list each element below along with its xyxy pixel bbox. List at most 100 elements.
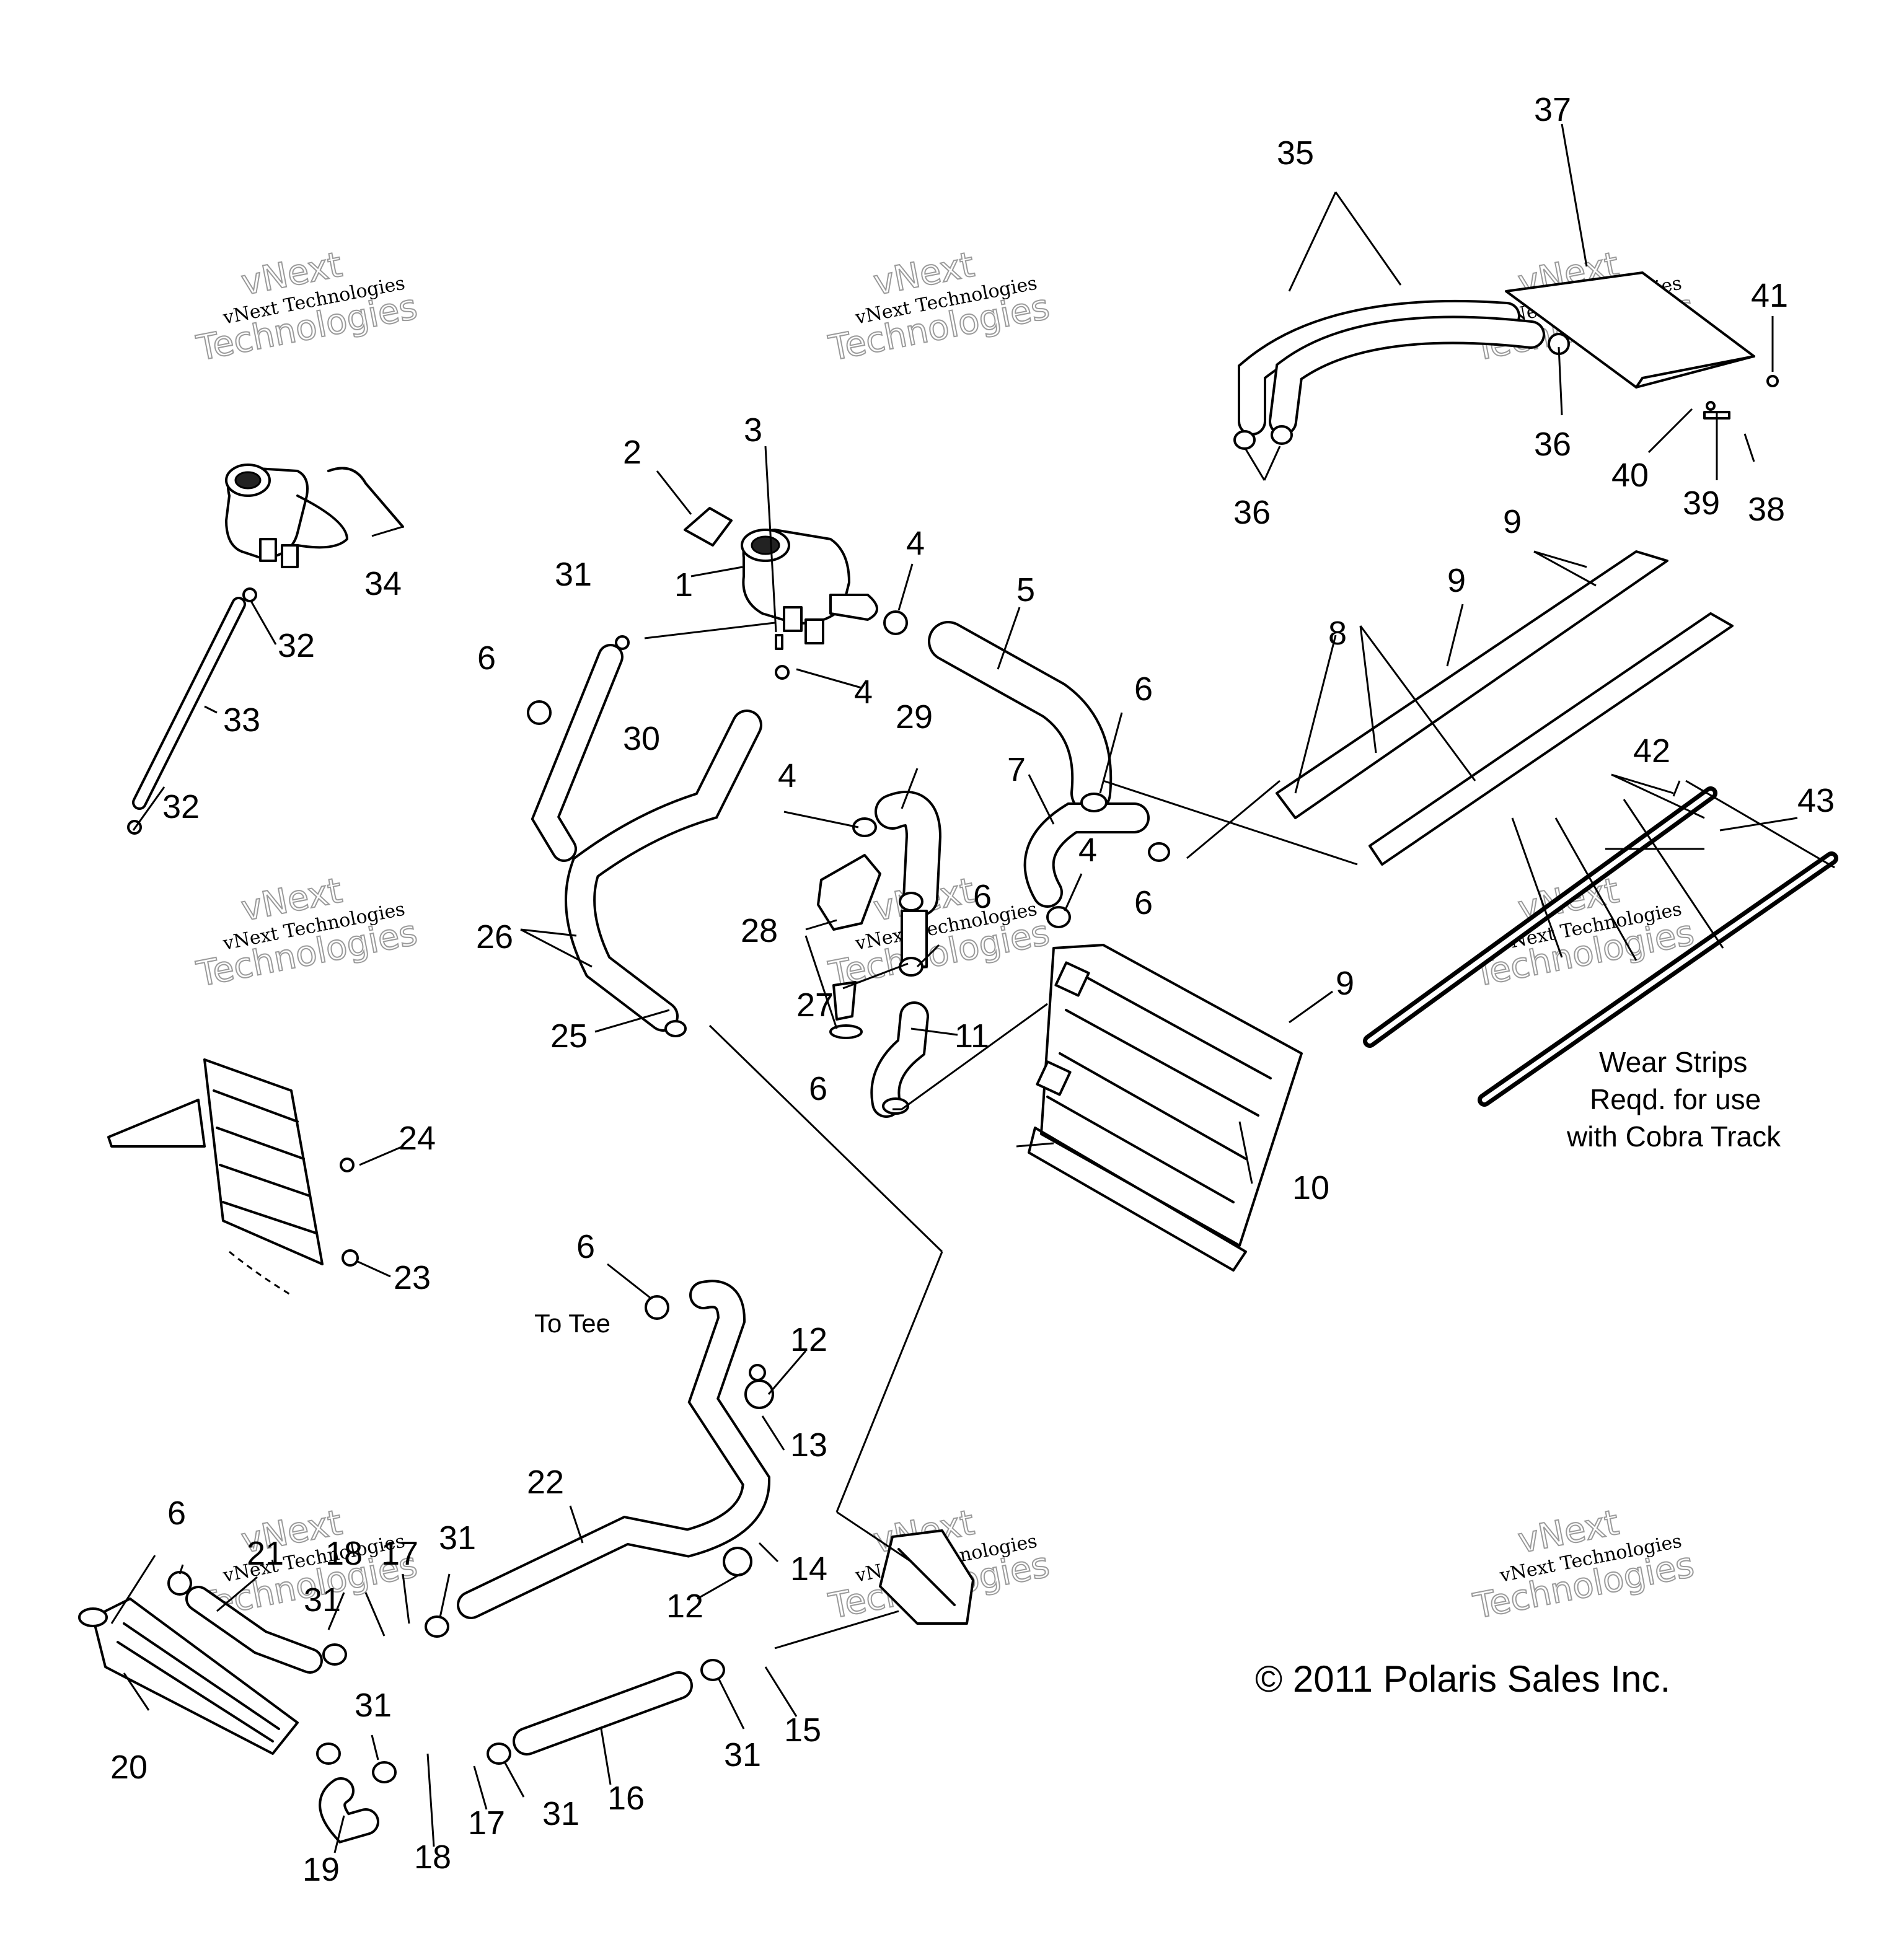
- callout-31: 31: [439, 1519, 476, 1557]
- callout-5: 5: [1016, 571, 1035, 609]
- watermark-top-center: vNext vNext Technologies Technologies: [825, 244, 1054, 370]
- coolant-bottle-part: [741, 529, 878, 644]
- callout-39: 39: [1683, 485, 1720, 522]
- hose-30-part: [531, 644, 624, 862]
- callout-31: 31: [555, 556, 592, 593]
- callout-40: 40: [1611, 457, 1649, 494]
- callout-38: 38: [1748, 491, 1785, 528]
- callout-6: 6: [477, 639, 496, 677]
- callout-4: 4: [854, 674, 873, 711]
- callout-18: 18: [325, 1535, 363, 1572]
- callout-30: 30: [623, 720, 660, 757]
- callout-2: 2: [623, 434, 641, 471]
- callout-21: 21: [247, 1535, 284, 1572]
- callout-15: 15: [784, 1712, 821, 1749]
- callout-43: 43: [1797, 782, 1835, 819]
- callout-4: 4: [1078, 832, 1097, 869]
- callout-10: 10: [1292, 1169, 1329, 1206]
- callout-17: 17: [381, 1535, 418, 1572]
- screw-part: [775, 634, 783, 650]
- hose-11-part: [870, 1001, 929, 1118]
- callout-26: 26: [476, 918, 513, 956]
- leader-lines: [110, 123, 1835, 1853]
- callout-14: 14: [790, 1550, 827, 1588]
- callout-6: 6: [1134, 670, 1153, 708]
- callout-11: 11: [954, 1017, 989, 1055]
- callout-12: 12: [666, 1588, 703, 1625]
- callout-9: 9: [1503, 503, 1522, 540]
- callout-1: 1: [674, 566, 693, 604]
- coolant-bottle-alt-part: [225, 464, 404, 568]
- callout-36: 36: [1534, 426, 1571, 463]
- callout-6: 6: [809, 1070, 827, 1107]
- to-tee-label: To Tee: [534, 1309, 610, 1338]
- callout-17: 17: [468, 1804, 505, 1842]
- callout-9: 9: [1336, 965, 1354, 1002]
- callout-19: 19: [302, 1851, 340, 1888]
- hose-7-part: [1023, 802, 1150, 908]
- callout-6: 6: [1134, 884, 1153, 921]
- hose-26-part: [565, 710, 762, 1032]
- callout-41: 41: [1751, 277, 1788, 314]
- callout-37: 37: [1534, 91, 1571, 128]
- hose-22-part: [457, 1280, 771, 1619]
- thermostat-part: [829, 981, 863, 1039]
- callout-7: 7: [1007, 751, 1026, 788]
- callout-31: 31: [355, 1687, 392, 1724]
- callout-6: 6: [167, 1495, 186, 1532]
- callout-18: 18: [414, 1839, 451, 1876]
- pump-housing-part: [879, 1529, 974, 1625]
- callout-27: 27: [796, 987, 834, 1024]
- callout-6: 6: [576, 1228, 595, 1265]
- heat-exchanger-10-part: [1028, 944, 1303, 1272]
- rail-8-part: [1276, 550, 1734, 866]
- wear-strips-note-line1: Wear Strips: [1599, 1046, 1747, 1078]
- callout-24: 24: [399, 1120, 436, 1157]
- callout-13: 13: [790, 1426, 827, 1464]
- watermark-bottom-right: vNext vNext Technologies Technologies: [1470, 1502, 1698, 1628]
- callout-34: 34: [364, 565, 402, 602]
- callout-20: 20: [110, 1749, 148, 1786]
- callout-8: 8: [1328, 615, 1347, 652]
- wear-strips-note-line2: Reqd. for use: [1590, 1083, 1761, 1115]
- copyright-text: © 2011 Polaris Sales Inc.: [1255, 1658, 1670, 1700]
- hose-16-part: [513, 1671, 693, 1756]
- cap-part: [684, 507, 733, 547]
- callout-labels: 1 2 3 4 4 4 4 5 6 6 6 6 6 6 6 7 8 9 9 9 …: [110, 91, 1835, 1888]
- callout-28: 28: [741, 912, 778, 949]
- callout-23: 23: [394, 1259, 431, 1296]
- callout-22: 22: [527, 1464, 564, 1501]
- watermark-top-left: vNext vNext Technologies Technologies: [193, 244, 421, 370]
- callout-25: 25: [550, 1017, 588, 1055]
- elbow-29-part: [875, 791, 942, 916]
- wear-strips-note: Wear Strips Reqd. for use with Cobra Tra…: [1566, 1046, 1781, 1153]
- callout-29: 29: [896, 698, 933, 736]
- callout-33: 33: [223, 701, 260, 739]
- callout-4: 4: [778, 757, 796, 794]
- callout-12: 12: [790, 1321, 827, 1358]
- callout-9: 9: [1447, 562, 1466, 599]
- hose-21-part: [185, 1586, 323, 1674]
- wear-strip-42-part: [1363, 786, 1838, 1107]
- callout-32: 32: [278, 627, 315, 664]
- elbow-19-part: [319, 1777, 379, 1844]
- callout-31: 31: [542, 1795, 580, 1832]
- watermark-mid-left: vNext vNext Technologies Technologies: [193, 870, 421, 996]
- heat-exchanger-20-part: [78, 1597, 299, 1755]
- cooler-bracket-24-part: [107, 1058, 324, 1296]
- thermostat-housing-part: [817, 854, 881, 931]
- straight-hose-part: [127, 587, 257, 835]
- callout-3: 3: [744, 411, 762, 449]
- callout-32: 32: [162, 788, 200, 825]
- callout-42: 42: [1633, 732, 1670, 770]
- hoses-35-part: [1238, 299, 1545, 436]
- hose-5-part: [928, 621, 1113, 814]
- wear-strips-note-line3: with Cobra Track: [1566, 1120, 1781, 1153]
- callout-4: 4: [906, 525, 925, 562]
- callout-6: 6: [973, 878, 992, 915]
- bracket-37-part: [1505, 271, 1755, 389]
- callout-31: 31: [724, 1736, 761, 1773]
- callout-31: 31: [304, 1581, 341, 1619]
- callout-16: 16: [607, 1780, 645, 1817]
